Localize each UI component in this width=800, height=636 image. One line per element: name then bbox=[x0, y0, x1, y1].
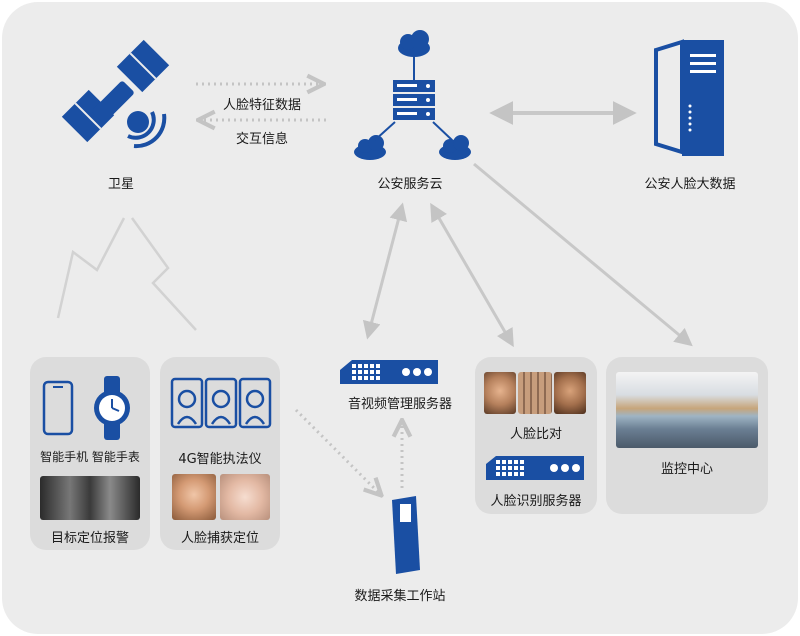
face-compare-photo-right bbox=[554, 372, 586, 414]
interaction-info-label: 交互信息 bbox=[235, 132, 288, 147]
signal-zigzag-right bbox=[130, 217, 197, 331]
face-capture-photo-1 bbox=[172, 474, 216, 520]
face-compare-photo-left bbox=[484, 372, 516, 414]
face-bigdata-label: 公安人脸大数据 bbox=[644, 177, 736, 192]
law-enforcement-label: 4G智能执法仪 bbox=[178, 452, 262, 467]
arrow-cloud-av bbox=[362, 202, 408, 340]
face-capture-location-label: 人脸捕获定位 bbox=[180, 531, 259, 546]
arrow-cloud-monitor bbox=[473, 162, 693, 347]
face-feature-data-label: 人脸特征数据 bbox=[222, 98, 301, 113]
police-cloud-label: 公安服务云 bbox=[377, 177, 443, 192]
face-grid-photo bbox=[518, 372, 552, 414]
face-capture-photo-2 bbox=[220, 474, 270, 520]
arrow-panel-kiosk bbox=[294, 408, 380, 494]
data-workstation-label: 数据采集工作站 bbox=[354, 589, 446, 604]
smartphone-watch-label: 智能手机 智能手表 bbox=[40, 450, 140, 464]
crowd-photo bbox=[40, 476, 140, 520]
face-recognition-server-label: 人脸识别服务器 bbox=[490, 494, 582, 509]
signal-zigzag-left bbox=[56, 217, 126, 319]
satellite-label: 卫星 bbox=[107, 177, 134, 192]
av-server-label: 音视频管理服务器 bbox=[347, 397, 452, 412]
arrow-cloud-face bbox=[430, 202, 514, 348]
target-location-alarm-label: 目标定位报警 bbox=[50, 531, 129, 546]
monitoring-center-label: 监控中心 bbox=[660, 462, 713, 477]
monitoring-center-photo bbox=[616, 372, 758, 448]
face-compare-label: 人脸比对 bbox=[509, 427, 562, 442]
